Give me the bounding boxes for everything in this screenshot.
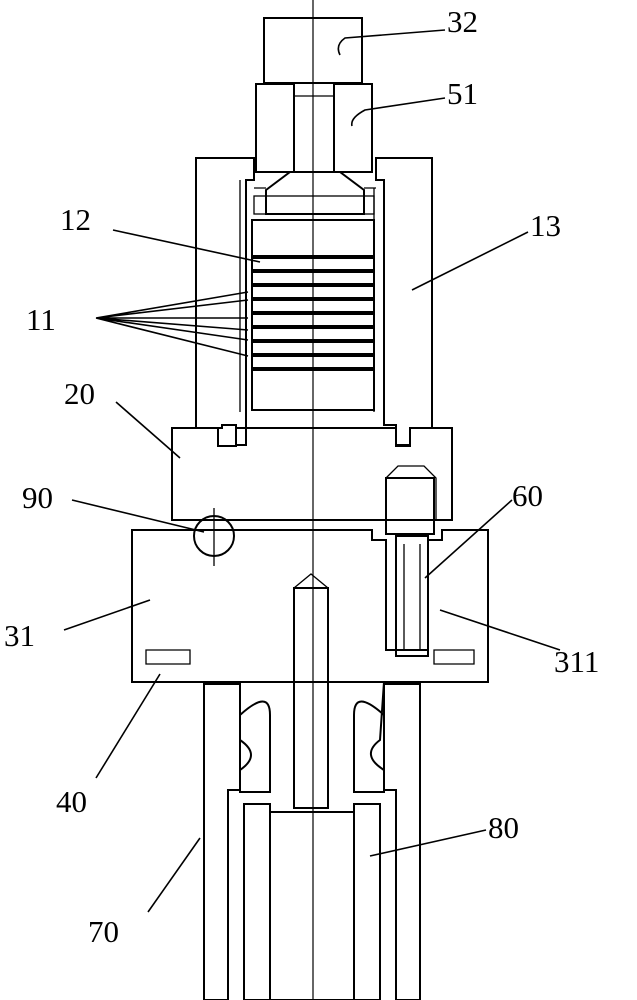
- leader-lines: [63, 29, 561, 913]
- part-60-screw: [385, 477, 435, 657]
- label-311: 311: [554, 644, 599, 679]
- label-32: 32: [447, 4, 478, 39]
- label-31: 31: [4, 618, 35, 653]
- label-12: 12: [60, 202, 91, 237]
- label-51: 51: [447, 76, 478, 111]
- label-20: 20: [64, 376, 95, 411]
- part-51-nut: [255, 83, 373, 173]
- label-90: 90: [22, 480, 53, 515]
- reference-labels: 32 51 12 13 11 20 90 60 31 311 40 80 70: [4, 4, 599, 949]
- label-40: 40: [56, 784, 87, 819]
- part-40-shim: [145, 649, 475, 665]
- plunger-head: [253, 171, 376, 215]
- part-20-middle-body: [171, 427, 453, 521]
- label-13: 13: [530, 208, 561, 243]
- lower-tube: [203, 683, 421, 1000]
- part-31-lower-body: [131, 529, 489, 809]
- part-90-ball: [193, 508, 235, 566]
- label-70: 70: [88, 914, 119, 949]
- label-60: 60: [512, 478, 543, 513]
- label-11: 11: [26, 302, 56, 337]
- label-80: 80: [488, 810, 519, 845]
